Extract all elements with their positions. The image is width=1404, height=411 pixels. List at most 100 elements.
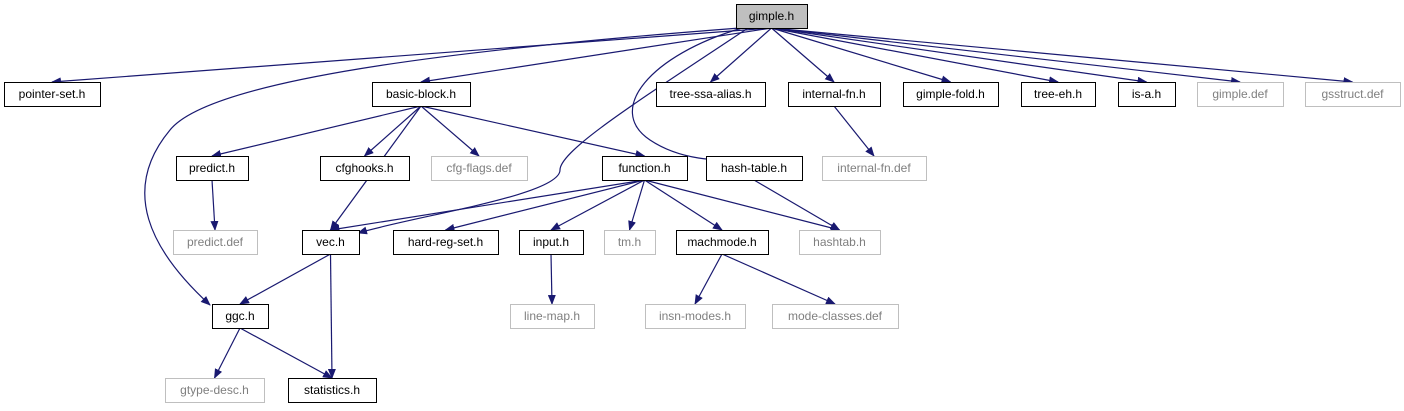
node-label: gimple-fold.h	[916, 87, 985, 101]
node-box	[288, 378, 377, 403]
node-ggc-h[interactable]: ggc.h	[212, 304, 269, 329]
node-predict-def: predict.def	[173, 230, 258, 255]
node-box	[706, 156, 803, 181]
edge-function-h-to-machmode-h	[644, 179, 723, 231]
edge-gimple-h-to-gsstruct-def	[771, 27, 1354, 86]
edge-basic-block-h-to-predict-h	[211, 105, 422, 158]
node-tree-ssa-alias-h[interactable]: tree-ssa-alias.h	[656, 82, 766, 107]
node-statistics-h[interactable]: statistics.h	[288, 378, 377, 403]
node-function-h[interactable]: function.h	[602, 156, 688, 181]
node-box	[903, 82, 999, 107]
node-box	[645, 304, 746, 329]
node-label: predict.def	[187, 235, 244, 249]
edge-gimple-h-to-is-a-h	[771, 27, 1148, 85]
node-insn-modes-h: insn-modes.h	[645, 304, 746, 329]
node-label: cfghooks.h	[335, 161, 393, 175]
edge-gimple-h-to-vec-h	[357, 27, 749, 235]
edge-gimple-h-to-gimple-fold-h	[771, 27, 952, 84]
node-label: hashtab.h	[813, 235, 866, 249]
node-basic-block-h[interactable]: basic-block.h	[372, 82, 471, 107]
node-mode-classes-def: mode-classes.def	[772, 304, 899, 329]
node-box	[1197, 82, 1284, 107]
edge-machmode-h-to-mode-classes-def	[721, 253, 836, 305]
edge-vec-h-to-statistics-h	[327, 253, 336, 379]
edge-gimple-h-to-basic-block-h	[420, 27, 772, 85]
node-label: gimple.def	[1212, 87, 1268, 101]
node-box	[1021, 82, 1096, 107]
node-label: internal-fn.h	[802, 87, 865, 101]
node-box	[1118, 82, 1176, 107]
node-internal-fn-def: internal-fn.def	[822, 156, 927, 181]
node-label: tree-ssa-alias.h	[669, 87, 751, 101]
edge-function-h-to-tm-h	[628, 179, 646, 231]
node-label: cfg-flags.def	[446, 161, 512, 175]
node-hash-table-h[interactable]: hash-table.h	[706, 156, 803, 181]
node-machmode-h[interactable]: machmode.h	[676, 230, 769, 255]
node-label: is-a.h	[1132, 87, 1161, 101]
node-box	[772, 304, 899, 329]
node-gsstruct-def: gsstruct.def	[1305, 82, 1401, 107]
node-gimple-h[interactable]: gimple.h	[736, 4, 808, 29]
node-box	[788, 82, 881, 107]
node-pointer-set-h[interactable]: pointer-set.h	[4, 82, 101, 107]
node-tree-eh-h[interactable]: tree-eh.h	[1021, 82, 1096, 107]
node-box	[165, 378, 265, 403]
edge-internal-fn-h-to-internal-fn-def	[833, 105, 875, 157]
node-predict-h[interactable]: predict.h	[176, 156, 249, 181]
node-label: statistics.h	[304, 383, 360, 397]
node-label: ggc.h	[225, 309, 254, 323]
node-box	[822, 156, 927, 181]
node-label: hash-table.h	[721, 161, 787, 175]
node-box	[302, 230, 360, 255]
node-label: tm.h	[618, 235, 641, 249]
node-label: tree-eh.h	[1034, 87, 1082, 101]
node-label: basic-block.h	[386, 87, 456, 101]
node-box	[320, 156, 410, 181]
node-label: mode-classes.def	[788, 309, 883, 323]
node-gtype-desc-h: gtype-desc.h	[165, 378, 265, 403]
node-box	[799, 230, 881, 255]
edge-gimple-h-to-tree-ssa-alias-h	[709, 27, 772, 83]
node-input-h[interactable]: input.h	[519, 230, 584, 255]
edge-gimple-h-to-internal-fn-h	[771, 27, 835, 83]
node-cfghooks-h[interactable]: cfghooks.h	[320, 156, 410, 181]
node-gimple-fold-h[interactable]: gimple-fold.h	[903, 82, 999, 107]
node-box	[176, 156, 249, 181]
edge-predict-h-to-predict-def	[210, 179, 219, 231]
node-box	[604, 230, 656, 255]
edge-gimple-h-to-gimple-def	[771, 27, 1241, 85]
edge-gimple-h-to-pointer-set-h	[51, 27, 772, 86]
node-box	[736, 4, 808, 29]
node-hard-reg-set-h[interactable]: hard-reg-set.h	[393, 230, 499, 255]
node-label: input.h	[533, 235, 569, 249]
edge-vec-h-to-ggc-h	[239, 253, 331, 305]
edge-hash-table-h-to-hashtab-h	[753, 179, 841, 231]
node-box	[393, 230, 499, 255]
node-label: hard-reg-set.h	[408, 235, 483, 249]
edge-basic-block-h-to-cfg-flags-def	[420, 105, 480, 157]
node-vec-h[interactable]: vec.h	[302, 230, 360, 255]
node-internal-fn-h[interactable]: internal-fn.h	[788, 82, 881, 107]
node-label: vec.h	[316, 235, 345, 249]
edge-function-h-to-hard-reg-set-h	[444, 179, 645, 232]
node-box	[602, 156, 688, 181]
node-box	[676, 230, 769, 255]
node-box	[4, 82, 101, 107]
edge-basic-block-h-to-cfghooks-h	[363, 105, 422, 157]
node-cfg-flags-def: cfg-flags.def	[431, 156, 528, 181]
edge-basic-block-h-to-function-h	[420, 105, 646, 158]
node-gimple-def: gimple.def	[1197, 82, 1284, 107]
edge-gimple-h-to-tree-eh-h	[771, 27, 1059, 85]
node-box	[212, 304, 269, 329]
edge-machmode-h-to-insn-modes-h	[694, 253, 723, 305]
node-label: pointer-set.h	[19, 87, 86, 101]
nodes-layer: gimple.h pointer-set.h basic-block.h tree-s…	[4, 4, 1401, 403]
edge-function-h-to-hashtab-h	[644, 179, 841, 232]
node-label: internal-fn.def	[837, 161, 911, 175]
node-label: function.h	[618, 161, 670, 175]
edge-function-h-to-input-h	[550, 179, 645, 231]
node-is-a-h[interactable]: is-a.h	[1118, 82, 1176, 107]
node-box	[372, 82, 471, 107]
node-tm-h: tm.h	[604, 230, 656, 255]
